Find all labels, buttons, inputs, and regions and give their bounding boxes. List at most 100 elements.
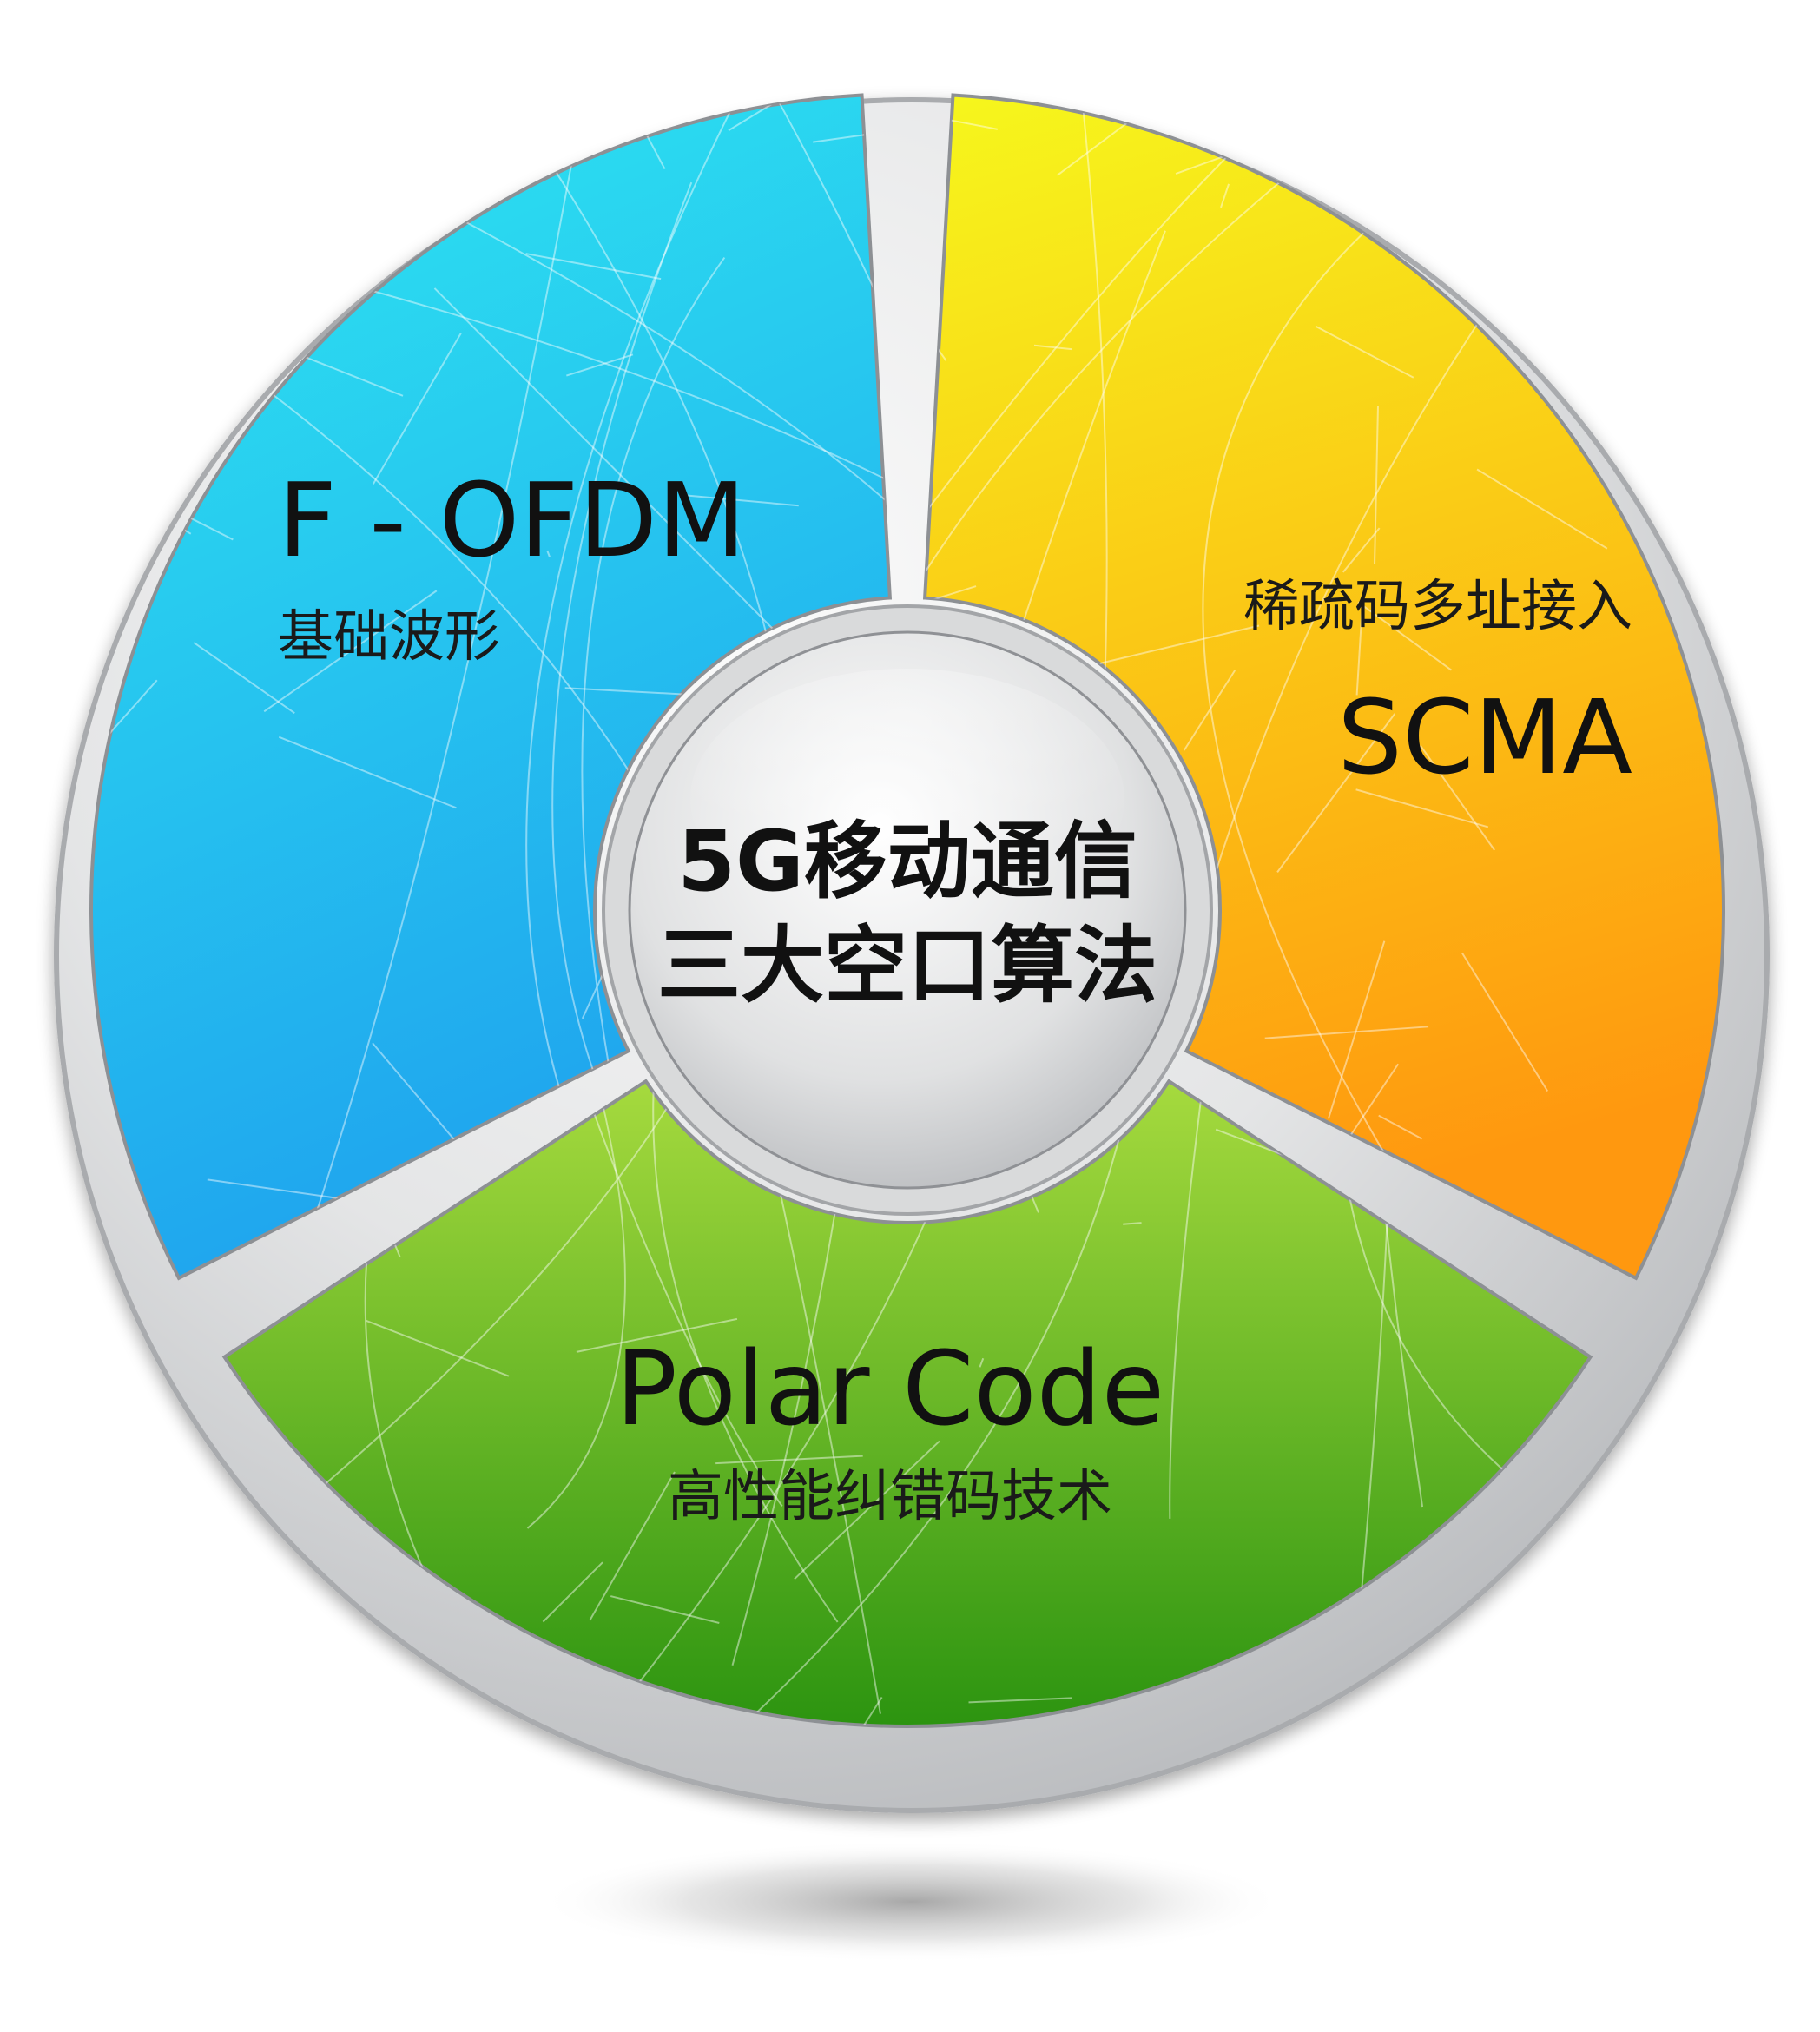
mesh-line — [813, 118, 890, 143]
mesh-curve — [1202, 197, 1672, 1278]
mesh-curve — [1335, 1081, 1591, 1520]
mesh-line — [1315, 325, 1414, 379]
segment-polar-title: Polar Code — [616, 1329, 1164, 1448]
center-title-line2: 三大空口算法 — [657, 917, 1157, 1014]
mesh-curve — [234, 1081, 782, 1529]
ground-shadow — [538, 1841, 1285, 1963]
segment-polar — [0, 47, 1820, 1783]
mesh-curve — [364, 1081, 1171, 1628]
mesh-line — [91, 426, 192, 535]
mesh-line — [91, 95, 126, 102]
mesh-line — [1183, 670, 1236, 751]
mesh-line — [1385, 49, 1406, 230]
mesh-curve — [357, 1081, 783, 1508]
mesh-curve — [925, 230, 1166, 1278]
mesh-line — [782, 1696, 883, 1726]
mesh-line — [968, 1697, 1072, 1704]
center-hub-gloss — [690, 669, 1124, 929]
mesh-line — [542, 1561, 603, 1623]
mesh-line — [91, 430, 137, 580]
mesh-line — [1022, 26, 1052, 91]
mesh-line — [546, 550, 551, 557]
mesh-curve — [752, 1081, 1153, 1718]
mesh-line — [1220, 183, 1230, 208]
segment-fofdm-subtitle: 基础波形 — [278, 605, 500, 670]
mesh-line — [1378, 1114, 1423, 1140]
mesh-line — [103, 150, 129, 261]
mesh-line — [193, 642, 295, 715]
mesh-curve — [925, 110, 1368, 1278]
segment-fofdm-shape — [89, 93, 893, 1281]
mesh-line — [1355, 603, 1364, 696]
segment-scma-shape — [922, 93, 1725, 1281]
mesh-line — [1327, 940, 1386, 1119]
mesh-line — [188, 1481, 228, 1500]
mesh-line — [728, 95, 853, 132]
mesh-line — [925, 95, 999, 130]
segment-scma-subtitle: 稀疏码多址接入 — [1243, 575, 1632, 639]
mesh-line — [1357, 601, 1453, 671]
mesh-line — [0, 1440, 72, 1553]
mesh-line — [979, 1357, 985, 1368]
mesh-line — [1342, 527, 1381, 573]
mesh-line — [207, 1178, 358, 1203]
segment-polar-subtitle: 高性能纠错码技术 — [668, 1465, 1112, 1529]
mesh-line — [0, 183, 110, 279]
mesh-line — [1717, 1633, 1820, 1706]
mesh-curve — [491, 1081, 881, 1714]
mesh-line — [126, 1752, 135, 1783]
mesh-line — [576, 1317, 738, 1353]
mesh-line — [1461, 952, 1549, 1092]
mesh-curve — [610, 1081, 1026, 1710]
mesh-curve — [1355, 1081, 1431, 1508]
mesh-line — [1123, 1222, 1142, 1225]
mesh-line — [118, 1705, 122, 1808]
mesh-curve — [195, 244, 890, 1278]
mesh-curve — [118, 129, 579, 1278]
mesh-line — [91, 498, 135, 544]
mesh-line — [1419, 744, 1495, 851]
mesh-line — [1355, 788, 1489, 828]
mesh-line — [372, 333, 462, 485]
mesh-line — [525, 253, 662, 280]
mesh-line — [1276, 713, 1396, 873]
mesh-line — [564, 687, 691, 696]
mesh-line — [263, 590, 438, 713]
mesh-line — [365, 1319, 510, 1377]
mesh-line — [91, 679, 158, 779]
mesh-curve — [581, 256, 746, 1278]
mesh-line — [401, 47, 490, 109]
mesh-line — [91, 339, 131, 405]
mesh-line — [213, 262, 347, 272]
mesh-curve — [551, 181, 890, 1278]
mesh-line — [151, 1485, 213, 1666]
mesh-curve — [925, 135, 1250, 1278]
mesh-curve — [676, 1081, 873, 1666]
mesh-line — [241, 1671, 347, 1791]
mesh-curve — [433, 287, 890, 1278]
mesh-line — [242, 1517, 274, 1669]
mesh-curve — [1334, 1081, 1396, 1630]
mesh-curve — [652, 1081, 1553, 1623]
mesh-line — [1476, 468, 1608, 550]
mesh-line — [610, 1595, 720, 1624]
mesh-line — [925, 585, 977, 627]
segment-polar-shape — [221, 1079, 1593, 1728]
segment-fofdm-title: F - OFDM — [278, 460, 746, 580]
segment-scma-title: SCMA — [1337, 677, 1632, 797]
mesh-curve — [525, 99, 890, 1278]
mesh-line — [1621, 217, 1759, 336]
mesh-curve — [1169, 1081, 1361, 1519]
mesh-line — [794, 1440, 940, 1580]
mesh-line — [1264, 1026, 1429, 1039]
segment-fofdm — [89, 0, 1501, 1808]
mesh-line — [589, 1471, 676, 1621]
mesh-line — [1448, 43, 1501, 162]
mesh-line — [1462, 1710, 1536, 1726]
mesh-line — [278, 736, 457, 809]
mesh-line — [91, 223, 133, 360]
mesh-line — [336, 131, 408, 176]
mesh-line — [1175, 154, 1228, 175]
mesh-line — [864, 0, 896, 74]
